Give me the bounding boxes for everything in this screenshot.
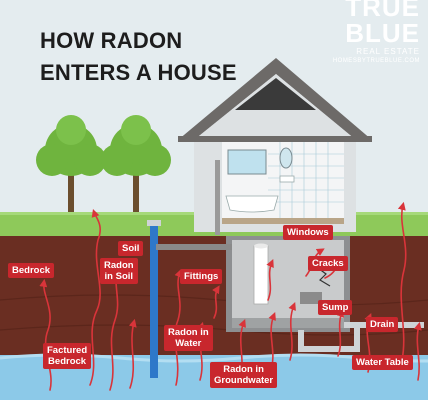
label-radon-in-water-line-1: Radon in (168, 327, 209, 338)
label-factured-bedrock-line-1: Factured (47, 345, 88, 356)
label-factured-bedrock: Factured Bedrock (43, 343, 92, 369)
tree-right (101, 115, 171, 220)
brand-line-3: REAL ESTATE (356, 47, 420, 56)
label-radon-in-soil: Radon in Soil (100, 258, 138, 284)
bathtub (225, 195, 279, 213)
label-drain: Drain (366, 317, 399, 332)
label-factured-bedrock-line-2: Bedrock (48, 356, 87, 367)
label-radon-in-soil-line-1: Radon (104, 260, 134, 271)
label-radon-in-soil-line-2: in Soil (104, 271, 134, 282)
well-pipe (150, 222, 158, 378)
label-radon-in-groundwater-line-2: Groundwater (214, 375, 274, 386)
label-water-table: Water Table (352, 355, 413, 370)
label-soil: Soil (118, 241, 144, 256)
mirror (279, 147, 293, 169)
brand-website: HOMESBYTRUEBLUE.COM (332, 58, 420, 64)
window (227, 149, 267, 175)
title-line-2: ENTERS A HOUSE (40, 60, 237, 85)
label-radon-in-groundwater: Radon in Groundwater (210, 362, 278, 388)
label-sump: Sump (318, 300, 353, 315)
soil-layer (0, 236, 428, 360)
label-bedrock: Bedrock (8, 263, 55, 278)
brand-line-2: BLUE (345, 18, 420, 48)
house (178, 58, 372, 235)
label-radon-in-groundwater-line-1: Radon in (223, 364, 264, 375)
label-windows: Windows (283, 225, 333, 240)
label-fittings: Fittings (180, 269, 223, 284)
title-line-1: HOW RADON (40, 28, 183, 53)
tree-left (36, 115, 106, 220)
brand-line-1: TRUE (345, 0, 420, 22)
basement-crack (317, 267, 331, 287)
basement (226, 236, 350, 332)
label-radon-in-water: Radon in Water (164, 325, 213, 351)
label-radon-in-water-line-2: Water (175, 338, 202, 349)
label-cracks: Cracks (308, 256, 348, 271)
water-heater (253, 245, 269, 305)
